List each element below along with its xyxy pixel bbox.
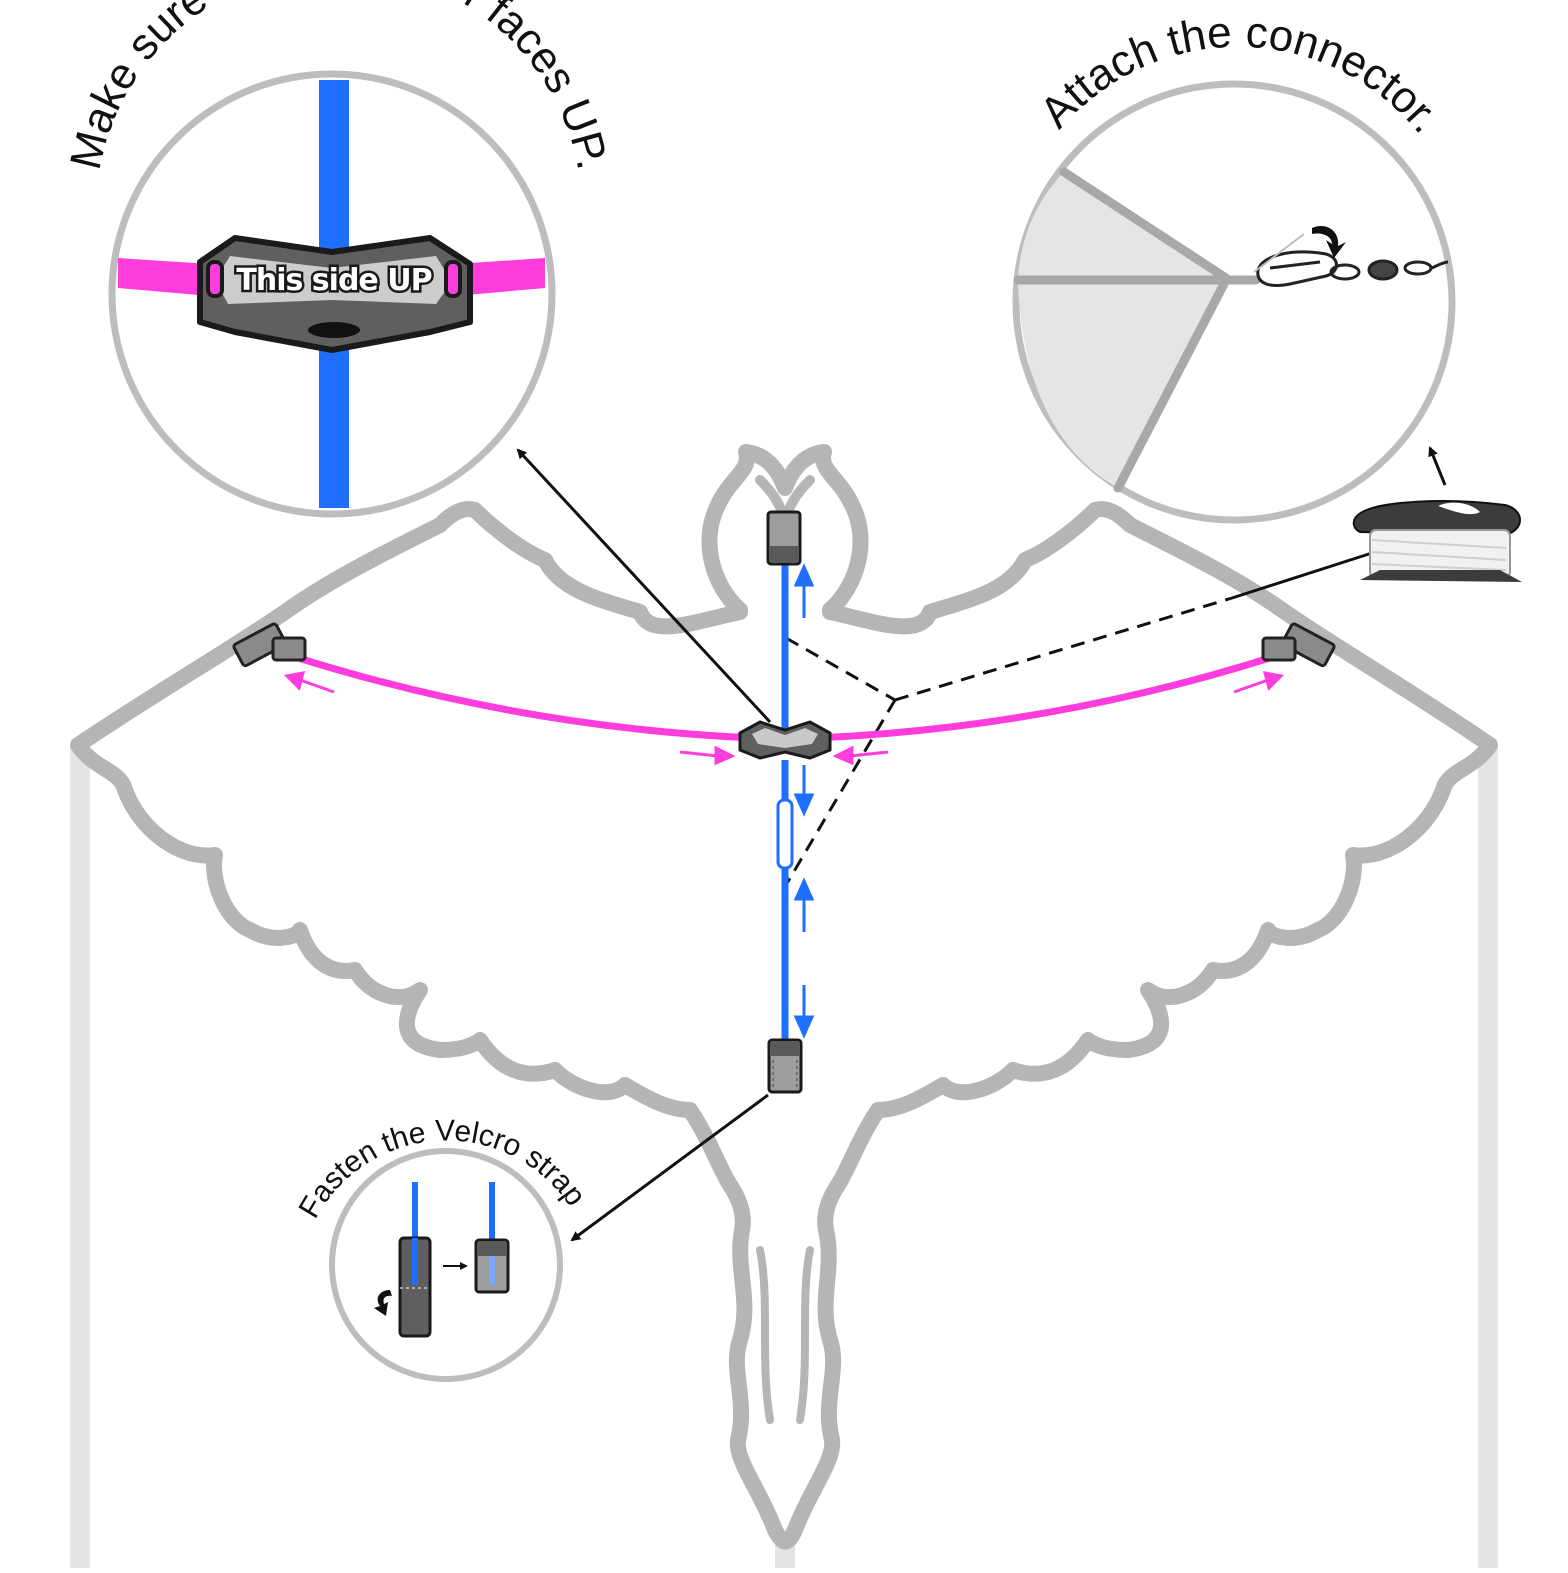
tail-spine-detail bbox=[756, 1246, 814, 1424]
bridle-lines bbox=[784, 596, 1233, 886]
callout-attach-connector: Attach the connector. bbox=[1012, 8, 1456, 524]
callout-left-socket bbox=[206, 260, 224, 298]
spine-direction-arrows bbox=[793, 563, 815, 1039]
callout-spine-hole bbox=[308, 322, 360, 338]
callout-right-spar bbox=[455, 258, 545, 296]
spar-direction-arrows bbox=[283, 671, 1285, 766]
bottom-end-cap bbox=[767, 1038, 803, 1094]
leader-arrows bbox=[516, 446, 1447, 1242]
left-wing-outline bbox=[70, 501, 751, 1238]
kite-sail-upper-panel bbox=[1018, 172, 1226, 278]
callout-left-spar bbox=[118, 258, 210, 296]
rotate-arrow-icon bbox=[1312, 226, 1346, 258]
callout-connector-up: This side UP Make sure the connector fac… bbox=[61, 0, 617, 518]
flying-line bbox=[1231, 551, 1373, 600]
bridle-line-flying bbox=[894, 596, 1233, 702]
right-wing-outline bbox=[817, 501, 1498, 1238]
this-side-up-badge: This side UP bbox=[236, 263, 431, 298]
right-spar-end-connector bbox=[1261, 622, 1336, 668]
callout-right-socket bbox=[444, 260, 462, 298]
bridle-line-top bbox=[785, 636, 896, 702]
leader-to-velcro-callout bbox=[570, 1093, 769, 1242]
leader-to-connector-callout bbox=[516, 448, 772, 724]
center-connector bbox=[738, 720, 832, 760]
leader-to-attach-callout bbox=[1428, 446, 1447, 486]
left-spar-end-connector bbox=[232, 622, 307, 668]
right-frame-bar bbox=[1478, 745, 1498, 1568]
fold-arrow-icon bbox=[374, 1290, 392, 1316]
spine-rod bbox=[776, 560, 794, 1045]
bridle-leg-upper bbox=[1059, 167, 1231, 283]
kite-sail-lower-panel bbox=[1018, 282, 1226, 488]
snap-swivel-clip bbox=[1253, 233, 1449, 287]
spine-joint bbox=[776, 798, 794, 870]
bridle-leg-lower bbox=[1113, 275, 1231, 493]
line-reel bbox=[1352, 500, 1522, 582]
top-end-cap bbox=[766, 510, 802, 566]
dragon-kite-outline bbox=[70, 444, 1498, 1550]
dragon-head-outline bbox=[701, 444, 869, 618]
callout-connector-face bbox=[215, 256, 452, 304]
wing-spar bbox=[290, 652, 1278, 742]
tail-outline bbox=[728, 1222, 842, 1550]
left-frame-bar bbox=[70, 745, 90, 1568]
